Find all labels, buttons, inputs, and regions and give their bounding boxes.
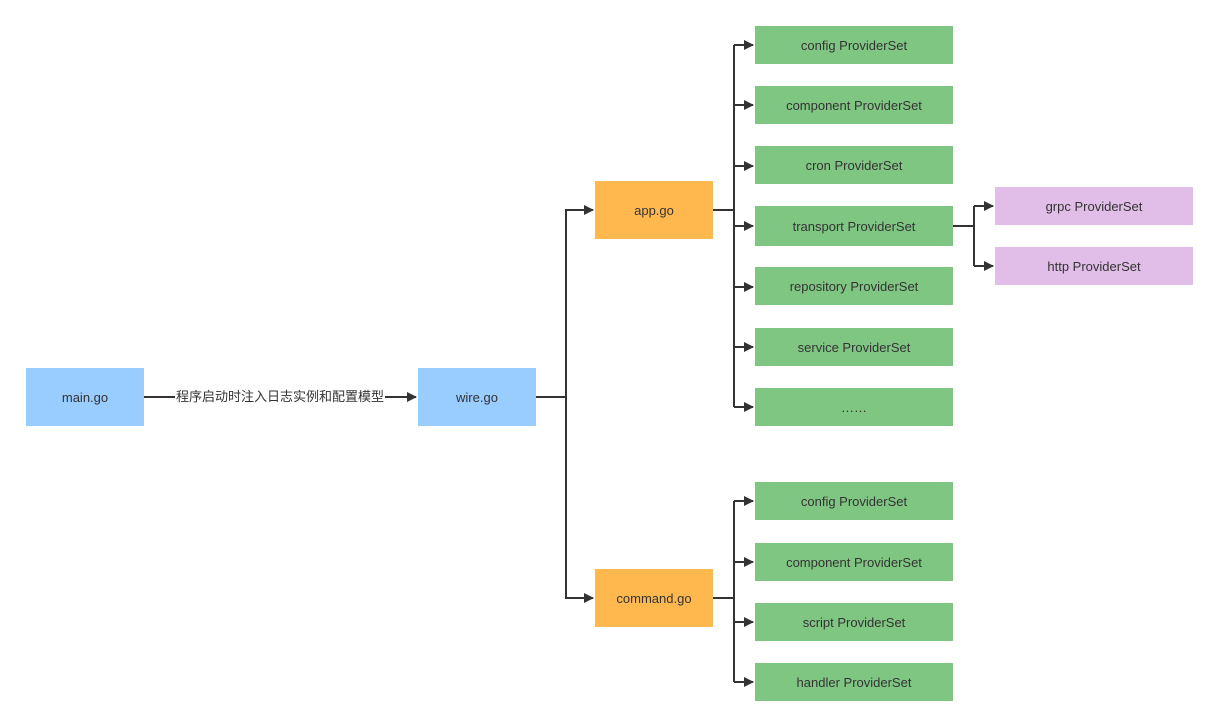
node-label: script ProviderSet [802,614,906,630]
connector-2 [565,397,594,603]
node-label: transport ProviderSet [792,218,916,234]
node-command-go: command.go [595,569,713,627]
node-app-go-label: app.go [634,202,674,218]
node-app-go: app.go [595,181,713,239]
node-app-component-providerset: component ProviderSet [755,86,953,124]
node-label: component ProviderSet [786,554,922,570]
node-label: config ProviderSet [800,37,908,53]
node-command-component-providerset: component ProviderSet [755,543,953,581]
node-app-ellipsis: …… [755,388,953,426]
node-app-cron-providerset: cron ProviderSet [755,146,953,184]
node-wire-go: wire.go [418,368,536,426]
node-app-config-providerset: config ProviderSet [755,26,953,64]
node-command-go-label: command.go [616,590,692,606]
node-command-script-providerset: script ProviderSet [755,603,953,641]
node-label: grpc ProviderSet [1045,198,1143,214]
node-command-handler-providerset: handler ProviderSet [755,663,953,701]
node-app-service-providerset: service ProviderSet [755,328,953,366]
node-label: cron ProviderSet [805,157,903,173]
node-label: http ProviderSet [1047,258,1141,274]
node-command-config-providerset: config ProviderSet [755,482,953,520]
node-http-providerset: http ProviderSet [995,247,1193,285]
edge-label-main-to-wire: 程序启动时注入日志实例和配置模型 [175,389,386,405]
node-label: handler ProviderSet [796,674,912,690]
node-label: config ProviderSet [800,493,908,509]
node-wire-go-label: wire.go [456,389,498,405]
node-label: component ProviderSet [786,97,922,113]
node-label: service ProviderSet [797,339,911,355]
node-app-transport-providerset: transport ProviderSet [755,206,953,246]
node-label: …… [841,399,867,415]
node-label: repository ProviderSet [789,278,919,294]
node-app-repository-providerset: repository ProviderSet [755,267,953,305]
node-grpc-providerset: grpc ProviderSet [995,187,1193,225]
node-main-go: main.go [26,368,144,426]
node-main-go-label: main.go [61,389,109,405]
connector-1 [536,205,594,398]
